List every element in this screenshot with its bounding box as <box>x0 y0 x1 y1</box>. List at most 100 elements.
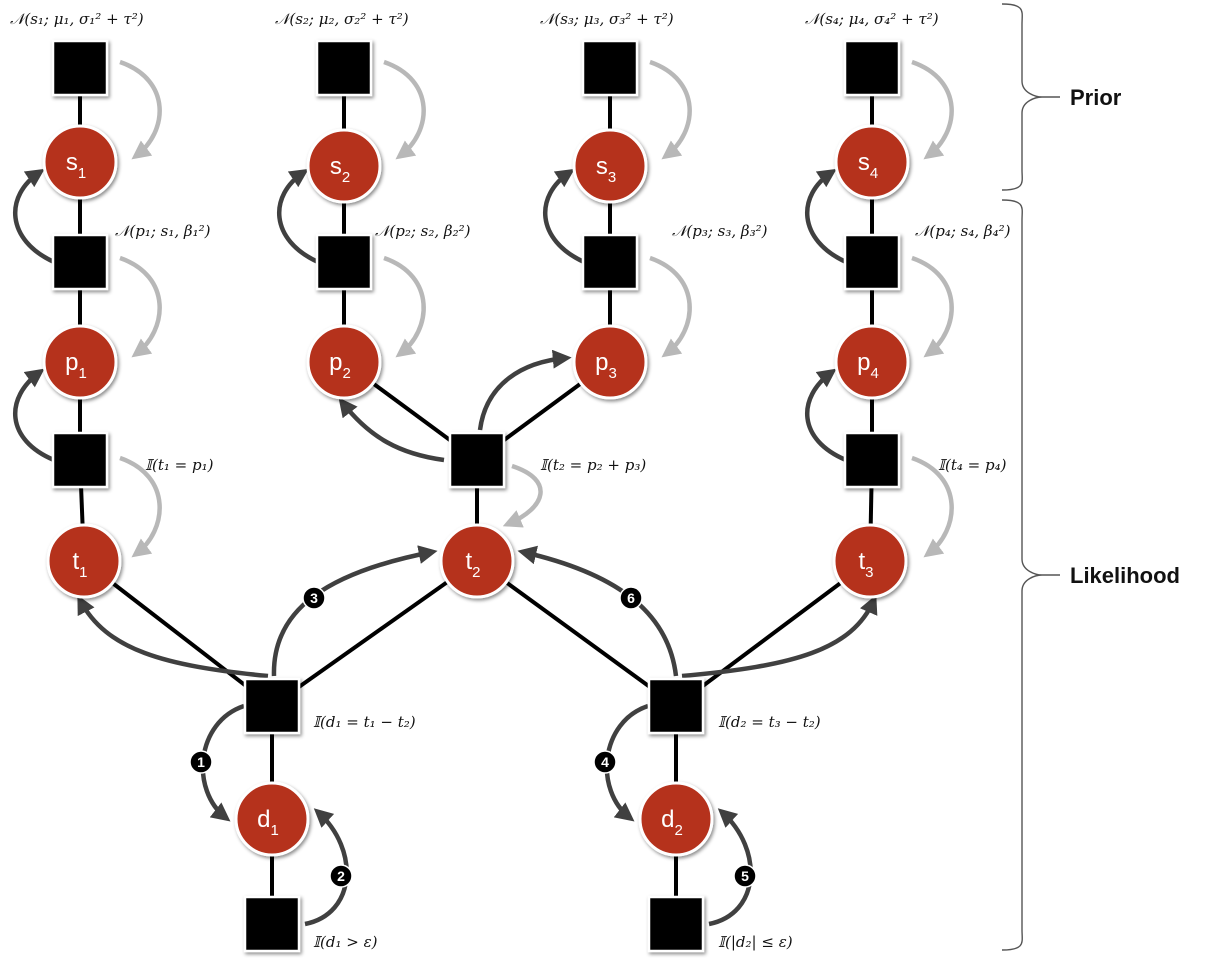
factor-label-prior4: 𝒩(s₄; μ₄, σ₄² + τ²) <box>805 10 939 28</box>
message-arrow-20 <box>77 594 269 679</box>
step-number-2: 2 <box>337 868 345 884</box>
factor-label-team3: 𝕀(t₄ = p₄) <box>938 456 1007 474</box>
variable-label-p2: p2 <box>329 349 351 382</box>
likelihood-brace <box>1001 199 1043 951</box>
factor-node-prior4 <box>843 39 901 97</box>
variable-label-t3: t3 <box>858 548 873 581</box>
variable-label-s1: s1 <box>66 149 86 182</box>
message-arrow-5 <box>13 168 55 265</box>
factor-node-perf1 <box>51 233 109 291</box>
message-arrow-3 <box>649 59 692 160</box>
variable-label-s3: s3 <box>596 153 616 186</box>
variable-label-t1: t1 <box>72 548 87 581</box>
message-arrow-13 <box>13 368 55 463</box>
variable-node-t1 <box>46 523 122 599</box>
factor-node-team1 <box>51 431 109 489</box>
message-arrow-17 <box>338 397 445 463</box>
message-arrow-10 <box>383 255 426 358</box>
variable-node-s3 <box>572 128 648 204</box>
step-number-3: 3 <box>310 590 318 606</box>
factor-node-perf2 <box>315 233 373 291</box>
message-arrow-16 <box>911 455 954 558</box>
variable-node-p2 <box>306 324 382 400</box>
factor-label-out1: 𝕀(d₁ > ε) <box>313 933 378 951</box>
edge-t2-diff2 <box>475 559 678 708</box>
step-number-1: 1 <box>197 754 205 770</box>
variable-label-p3: p3 <box>595 349 617 382</box>
factor-node-prior3 <box>581 39 639 97</box>
step-badge-1 <box>189 750 213 774</box>
message-arrow-19 <box>502 463 543 528</box>
variable-node-s1 <box>42 124 118 200</box>
labels-layer: 𝒩(s₁; μ₁, σ₁² + τ²) 𝒩(s₂; μ₂, σ₂² + τ²) 𝒩(… <box>10 10 1011 951</box>
message-arrow-9 <box>119 255 162 358</box>
message-arrow-21 <box>271 545 438 677</box>
variable-label-d2: d2 <box>661 806 683 839</box>
factor-label-diff2: 𝕀(d₂ = t₃ − t₂) <box>718 713 821 731</box>
step-badge-4 <box>593 750 617 774</box>
message-arrow-7 <box>543 168 585 265</box>
variable-node-p1 <box>42 324 118 400</box>
step-number-5: 5 <box>741 868 749 884</box>
edge-t1-diff1 <box>82 559 274 708</box>
factor-node-diff2 <box>647 677 705 735</box>
variable-label-d1: d1 <box>257 806 279 839</box>
factor-node-perf3 <box>581 233 639 291</box>
message-arrow-14 <box>805 368 847 463</box>
variable-label-s2: s2 <box>330 153 350 186</box>
variable-node-d1 <box>234 781 310 857</box>
variable-label-p1: p1 <box>65 349 87 382</box>
step-badge-5 <box>733 864 757 888</box>
step-badge-6 <box>619 586 643 610</box>
message-arrow-12 <box>911 255 954 358</box>
edges-layer <box>78 68 874 924</box>
message-arrow-18 <box>477 349 572 431</box>
step-badge-2 <box>329 864 353 888</box>
message-arrow-1 <box>119 59 162 160</box>
message-arrow-2 <box>383 59 426 160</box>
prior-brace <box>1001 3 1043 191</box>
factor-label-team1: 𝕀(t₁ = p₁) <box>145 456 214 474</box>
factor-node-team3 <box>843 431 901 489</box>
factor-label-perf2: 𝒩(p₂; s₂, β₂²) <box>375 222 471 240</box>
factor-node-perf4 <box>843 233 901 291</box>
edge-t2-diff1 <box>270 559 479 708</box>
variable-node-s2 <box>306 128 382 204</box>
variable-label-t2: t2 <box>465 548 480 581</box>
factor-label-prior1: 𝒩(s₁; μ₁, σ₁² + τ²) <box>10 10 144 28</box>
factor-label-perf3: 𝒩(p₃; s₃, β₃²) <box>672 222 768 240</box>
message-arrow-6 <box>277 168 319 265</box>
steps-layer: 1 2 3 4 5 6 <box>189 586 757 888</box>
factor-node-prior2 <box>315 39 373 97</box>
message-arrow-4 <box>911 59 954 160</box>
factor-node-prior1 <box>51 39 109 97</box>
message-arrow-11 <box>649 255 692 358</box>
messages-layer <box>13 59 954 927</box>
variable-node-t2 <box>439 523 515 599</box>
message-arrow-22 <box>517 545 679 677</box>
factor-label-team2: 𝕀(t₂ = p₂ + p₃) <box>540 456 646 474</box>
variable-node-t3 <box>832 523 908 599</box>
factor-label-perf4: 𝒩(p₄; s₄, β₄²) <box>915 222 1011 240</box>
message-arrow-8 <box>805 168 847 265</box>
step-number-4: 4 <box>601 754 609 770</box>
factor-label-out2: 𝕀(|d₂| ≤ ε) <box>718 933 793 951</box>
variable-node-p4 <box>834 324 910 400</box>
factor-node-out1 <box>243 895 301 953</box>
factor-node-diff1 <box>243 677 301 735</box>
message-arrow-15 <box>119 455 162 558</box>
step-badge-3 <box>302 586 326 610</box>
factor-label-diff1: 𝕀(d₁ = t₁ − t₂) <box>313 713 416 731</box>
section-label-prior: Prior <box>1070 85 1122 110</box>
variable-node-d2 <box>638 781 714 857</box>
section-label-likelihood: Likelihood <box>1070 563 1180 588</box>
factor-node-team2 <box>448 431 506 489</box>
message-arrow-23 <box>681 594 878 679</box>
step-number-6: 6 <box>627 590 635 606</box>
factor-label-prior3: 𝒩(s₃; μ₃, σ₃² + τ²) <box>540 10 674 28</box>
variable-label-s4: s4 <box>858 149 878 182</box>
factor-label-prior2: 𝒩(s₂; μ₂, σ₂² + τ²) <box>275 10 409 28</box>
factor-node-out2 <box>647 895 705 953</box>
